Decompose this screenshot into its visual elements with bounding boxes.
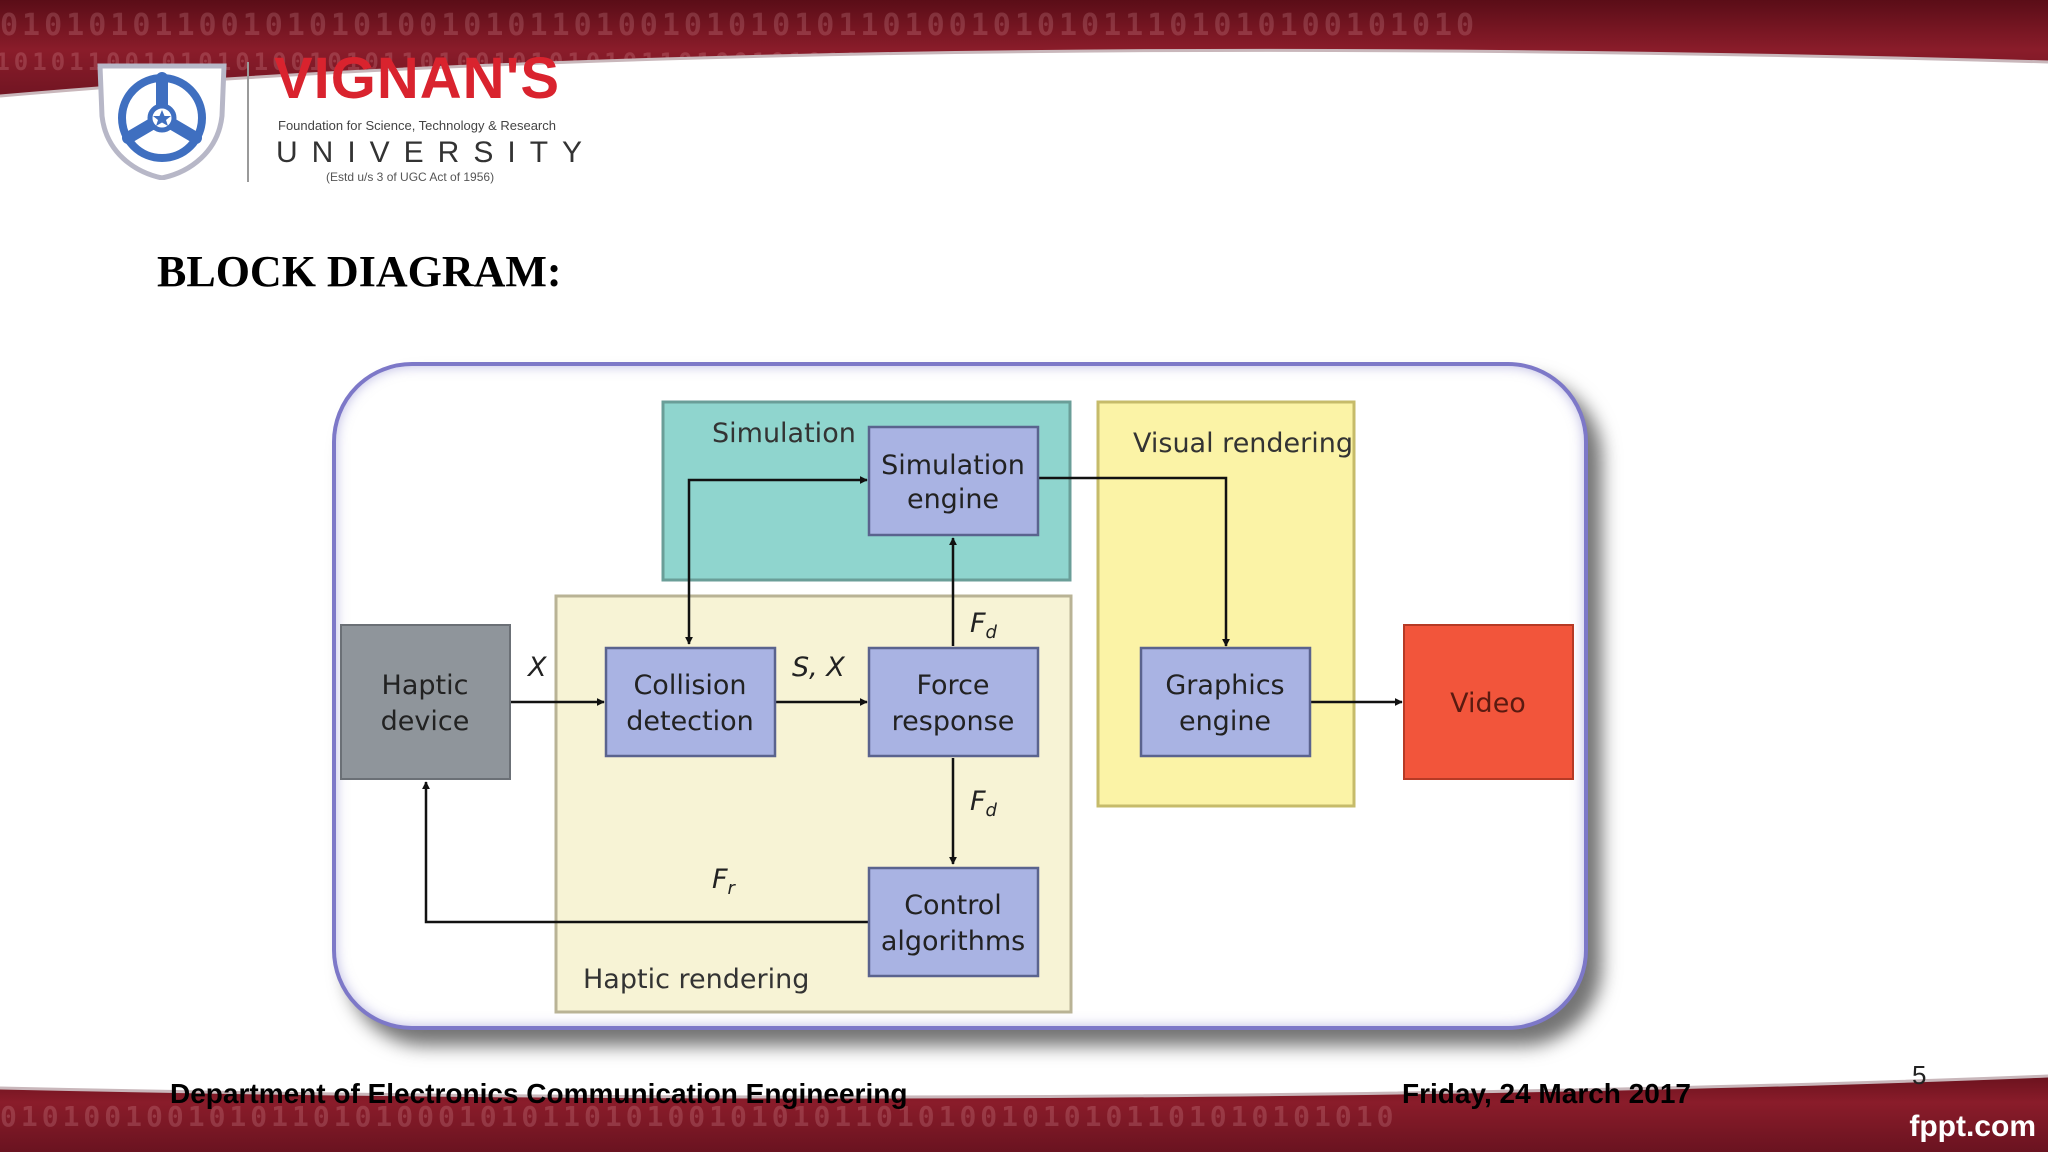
signal-fd-down-label: Fd	[970, 786, 998, 821]
graphics-engine-label-1: Graphics	[1165, 670, 1284, 701]
footer-date: Friday, 24 March 2017	[1402, 1078, 1691, 1109]
haptic-rendering-group-label: Haptic rendering	[583, 964, 809, 995]
haptic-device-label-1: Haptic	[382, 670, 469, 701]
logo-foundation-text: Foundation for Science, Technology & Res…	[278, 118, 556, 133]
force-response-block: Force response	[867, 646, 1040, 758]
page-number: 5	[1912, 1060, 1927, 1090]
footer-band: 0101001001010110101000101011010100101010…	[0, 1062, 2048, 1152]
haptic-device-block: Haptic device	[340, 624, 511, 780]
video-block: Video	[1403, 624, 1574, 780]
force-response-label-1: Force	[916, 670, 989, 701]
logo-university-text: UNIVERSITY	[276, 136, 597, 169]
force-response-label-2: response	[892, 706, 1015, 737]
logo-established-text: (Estd u/s 3 of UGC Act of 1956)	[326, 170, 495, 184]
university-logo: VIGNAN'S Foundation for Science, Technol…	[92, 50, 602, 186]
control-algorithms-label-1: Control	[904, 890, 1002, 921]
simulation-group-label: Simulation	[712, 418, 856, 449]
logo-divider	[247, 62, 249, 182]
binary-pattern-top: 0101010110010101010010101101001010101011…	[0, 8, 1479, 43]
signal-fr-label: Fr	[712, 864, 737, 899]
crest-icon	[97, 63, 227, 180]
logo-wordmark: VIGNAN'S	[274, 46, 561, 111]
visual-rendering-group-label: Visual rendering	[1133, 428, 1353, 459]
simulation-engine-label-1: Simulation	[881, 450, 1025, 481]
graphics-engine-block: Graphics engine	[1139, 646, 1312, 758]
signal-sx-label: S, X	[792, 652, 845, 683]
fppt-watermark: fppt.com	[1909, 1110, 2036, 1143]
slide-title: BLOCK DIAGRAM:	[157, 247, 562, 296]
control-algorithms-label-2: algorithms	[881, 926, 1025, 957]
graphics-engine-label-2: engine	[1179, 706, 1271, 737]
arrow-to-graphics	[1038, 476, 1230, 647]
header-band: 0101010110010101010010101101001010101011…	[0, 0, 2048, 110]
collision-detection-label-2: detection	[626, 706, 754, 737]
haptic-device-label-2: device	[381, 706, 470, 737]
header-swoosh	[0, 48, 2048, 110]
simulation-engine-label-2: engine	[907, 484, 999, 515]
binary-pattern-bottom: 0101001001010110101000101011010100101010…	[0, 1100, 1398, 1133]
video-label: Video	[1450, 688, 1526, 719]
arrow-simulation-collision	[685, 476, 868, 645]
signal-x-label: X	[526, 652, 547, 683]
footer-department: Department of Electronics Communication …	[170, 1078, 908, 1109]
arrow-fr-feedback	[422, 781, 869, 924]
footer-swoosh	[0, 1062, 2048, 1099]
collision-detection-label-1: Collision	[633, 670, 746, 701]
control-algorithms-block: Control algorithms	[867, 866, 1040, 978]
collision-detection-block: Collision detection	[604, 646, 777, 758]
signal-fd-up-label: Fd	[970, 608, 998, 643]
